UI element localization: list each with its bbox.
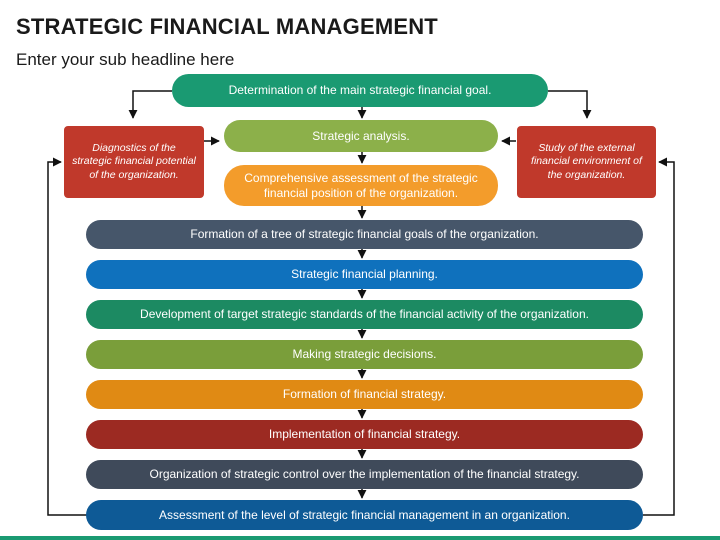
step-1-label: Formation of a tree of strategic financi… [190,227,539,241]
arrow-goal-to-right-box [548,90,592,119]
diagnostics-box-label: Diagnostics of the strategic financial p… [72,141,196,181]
step-7: Organization of strategic control over t… [86,460,643,489]
step-1: Formation of a tree of strategic financi… [86,220,643,249]
step-6-label: Implementation of financial strategy. [268,427,461,441]
external-environment-box-label: Study of the external financial environm… [531,141,642,181]
feedback-arrow-right [643,157,675,516]
step-7-label: Organization of strategic control over t… [149,467,580,481]
comprehensive-assessment-label: Comprehensive assessment of the strategi… [244,170,478,200]
strategic-analysis: Strategic analysis. [224,120,498,152]
diagnostics-box: Diagnostics of the strategic financial p… [64,126,204,198]
comprehensive-assessment: Comprehensive assessment of the strategi… [224,165,498,206]
main-strategic-goal-label: Determination of the main strategic fina… [228,83,492,97]
page-subtitle: Enter your sub headline here [16,50,235,69]
main-strategic-goal: Determination of the main strategic fina… [172,74,548,107]
step-3: Development of target strategic standard… [86,300,643,329]
step-8: Assessment of the level of strategic fin… [86,500,643,530]
step-3-label: Development of target strategic standard… [140,307,589,321]
external-environment-box: Study of the external financial environm… [517,126,656,198]
step-2: Strategic financial planning. [86,260,643,289]
step-5-label: Formation of financial strategy. [282,387,447,401]
step-4: Making strategic decisions. [86,340,643,369]
step-4-label: Making strategic decisions. [292,347,437,361]
footer-accent-bar [0,536,720,540]
page-title: STRATEGIC FINANCIAL MANAGEMENT [16,14,438,39]
arrow-goal-to-left-box [128,90,172,119]
feedback-arrow-left [47,157,87,516]
step-2-label: Strategic financial planning. [291,267,438,281]
step-8-label: Assessment of the level of strategic fin… [159,507,570,522]
step-6: Implementation of financial strategy. [86,420,643,449]
step-5: Formation of financial strategy. [86,380,643,409]
strategic-analysis-label: Strategic analysis. [312,128,410,143]
